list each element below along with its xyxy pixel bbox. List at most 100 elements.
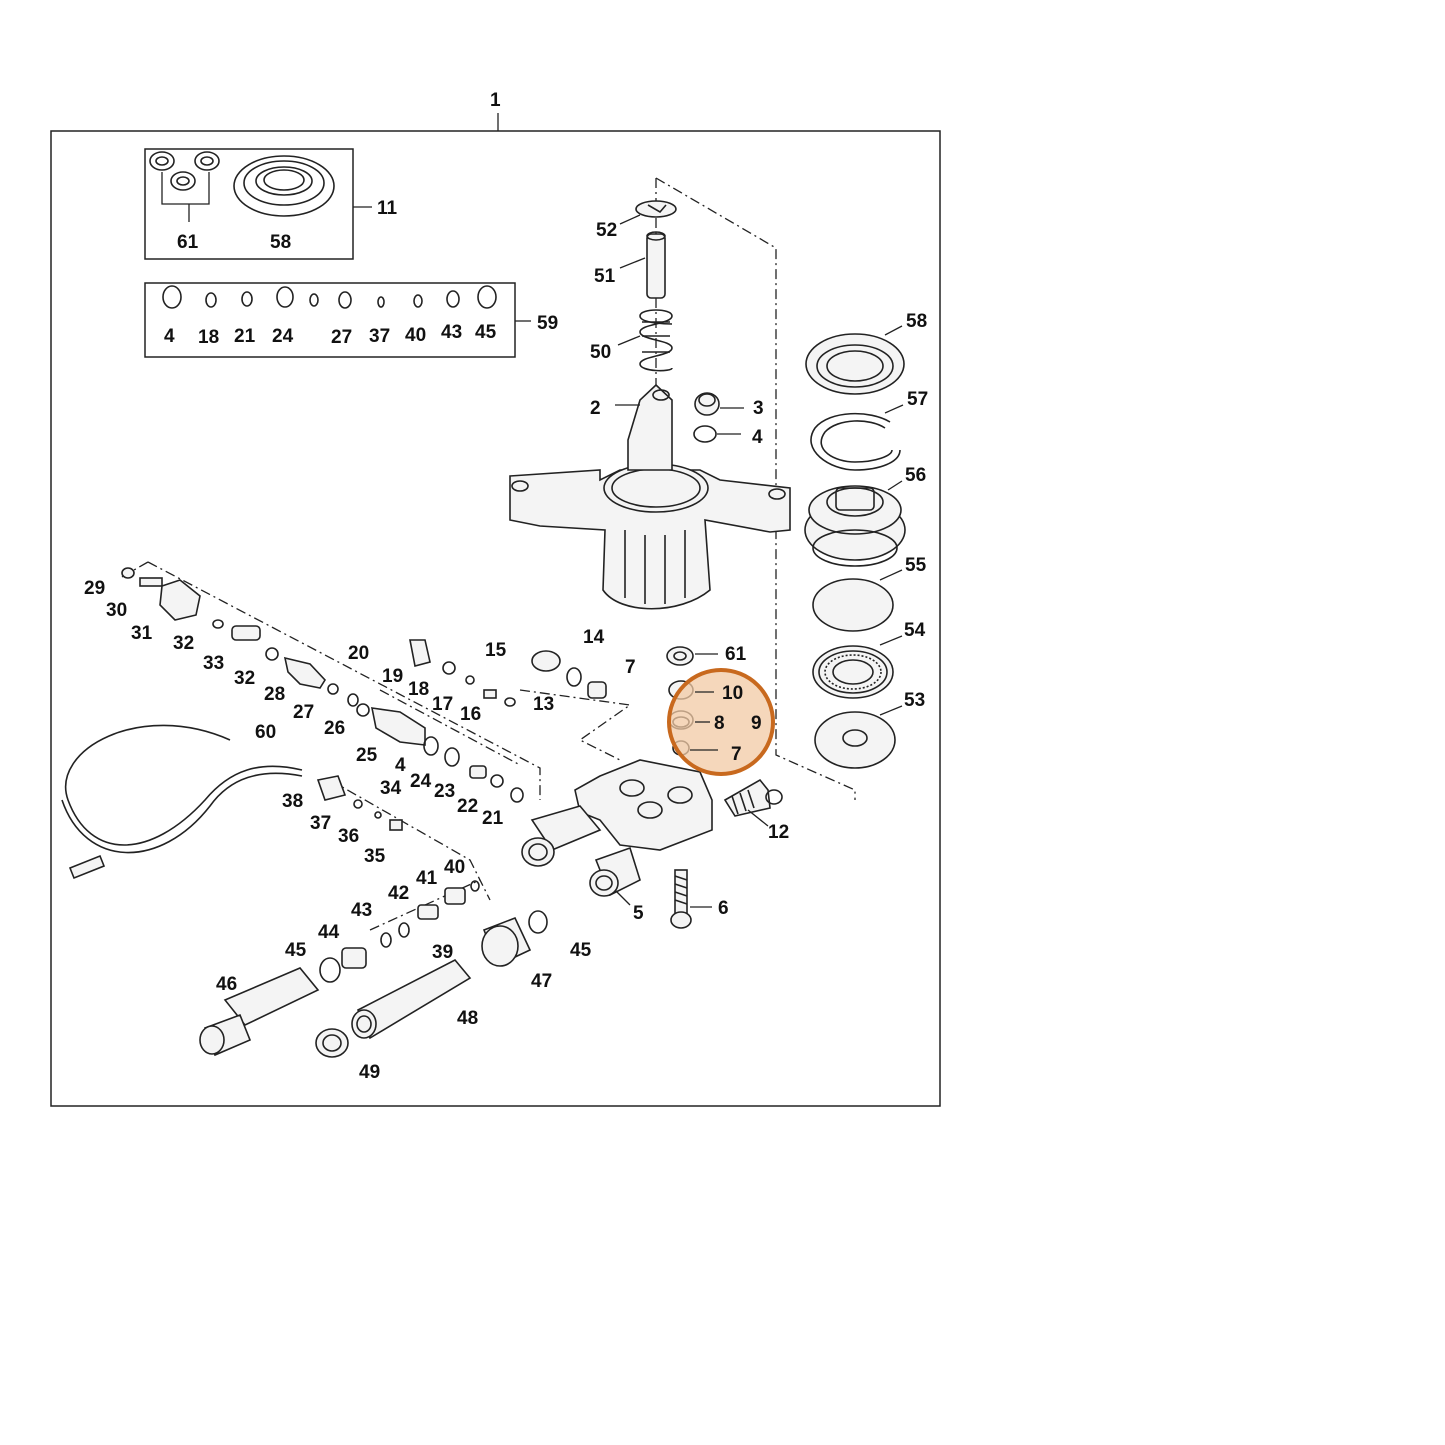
assembly-frame <box>50 130 941 1107</box>
highlight-circle <box>667 668 775 776</box>
callout-47[interactable]: 47 <box>531 971 552 992</box>
part-57-retaining-ring <box>810 412 901 471</box>
callout-8[interactable]: 8 <box>714 713 725 734</box>
callout-32-b[interactable]: 32 <box>234 668 255 689</box>
kit-59-item-21[interactable]: 21 <box>234 326 256 347</box>
callout-7-highlight[interactable]: 7 <box>731 744 742 765</box>
part-53-thrust-washer <box>814 711 896 769</box>
callout-53[interactable]: 53 <box>904 690 925 711</box>
kit-11-item-61[interactable]: 61 <box>177 232 199 253</box>
leader-lines <box>614 214 904 908</box>
callout-28[interactable]: 28 <box>264 684 285 705</box>
part-6-bolt <box>670 869 692 929</box>
callout-52[interactable]: 52 <box>596 220 617 241</box>
callout-41[interactable]: 41 <box>416 868 438 889</box>
callout-56[interactable]: 56 <box>905 465 926 486</box>
callout-12[interactable]: 12 <box>768 822 789 843</box>
kit-59-item-24[interactable]: 24 <box>272 326 294 347</box>
callout-35[interactable]: 35 <box>364 846 386 867</box>
callout-15[interactable]: 15 <box>485 640 507 661</box>
callout-50[interactable]: 50 <box>590 342 611 363</box>
callout-39[interactable]: 39 <box>432 942 453 963</box>
callout-26[interactable]: 26 <box>324 718 345 739</box>
callout-4-top[interactable]: 4 <box>752 427 763 448</box>
part-56-seal-housing <box>804 485 906 567</box>
part-58-seal-ring <box>805 333 905 395</box>
kit-59-item-18[interactable]: 18 <box>198 327 219 348</box>
callout-27[interactable]: 27 <box>293 702 314 723</box>
part-60-hose <box>61 724 303 880</box>
callout-2[interactable]: 2 <box>590 398 601 419</box>
callout-22[interactable]: 22 <box>457 796 478 817</box>
part-54-bearing <box>812 645 894 699</box>
kit-59-item-37[interactable]: 37 <box>369 326 390 347</box>
part-3-plug <box>694 392 720 416</box>
kit-11-box: 61 58 11 <box>144 148 398 260</box>
callout-21[interactable]: 21 <box>482 808 504 829</box>
callouts: 52 51 50 2 3 4 58 57 56 55 54 53 61 10 8… <box>84 220 928 1083</box>
kit-11-item-58[interactable]: 58 <box>270 232 291 253</box>
callout-31[interactable]: 31 <box>131 623 153 644</box>
part-50-spring <box>639 309 673 372</box>
left-row-small-parts <box>121 567 607 803</box>
callout-29[interactable]: 29 <box>84 578 105 599</box>
callout-19[interactable]: 19 <box>382 666 403 687</box>
callout-45-right[interactable]: 45 <box>570 940 592 961</box>
callout-20[interactable]: 20 <box>348 643 369 664</box>
kit-59-item-4[interactable]: 4 <box>164 326 175 347</box>
kit-59-item-27[interactable]: 27 <box>331 327 352 348</box>
callout-25[interactable]: 25 <box>356 745 378 766</box>
callout-61[interactable]: 61 <box>725 644 747 665</box>
callout-46[interactable]: 46 <box>216 974 237 995</box>
callout-23[interactable]: 23 <box>434 781 455 802</box>
kit-59-box: 4 18 21 24 27 37 40 43 45 59 <box>144 282 558 358</box>
callout-5[interactable]: 5 <box>633 903 644 924</box>
callout-60[interactable]: 60 <box>255 722 276 743</box>
callout-34[interactable]: 34 <box>380 778 402 799</box>
callout-17[interactable]: 17 <box>432 694 453 715</box>
callout-30[interactable]: 30 <box>106 600 127 621</box>
callout-44[interactable]: 44 <box>318 922 340 943</box>
callout-38[interactable]: 38 <box>282 791 303 812</box>
kit-59-label[interactable]: 59 <box>537 313 558 334</box>
part-2-pump-housing <box>509 383 791 610</box>
callout-16[interactable]: 16 <box>460 704 481 725</box>
callout-54[interactable]: 54 <box>904 620 926 641</box>
callout-assembly[interactable]: 1 <box>490 90 501 111</box>
callout-7-left[interactable]: 7 <box>625 657 636 678</box>
callout-40[interactable]: 40 <box>444 857 465 878</box>
callout-45-left[interactable]: 45 <box>285 940 307 961</box>
callout-55[interactable]: 55 <box>905 555 927 576</box>
callout-3[interactable]: 3 <box>753 398 764 419</box>
part-12-elbow-fitting <box>723 778 783 817</box>
part-55-washer <box>812 578 894 632</box>
callout-49[interactable]: 49 <box>359 1062 380 1083</box>
callout-18[interactable]: 18 <box>408 679 429 700</box>
kit-59-item-43[interactable]: 43 <box>441 322 462 343</box>
callout-14[interactable]: 14 <box>583 627 605 648</box>
callout-58[interactable]: 58 <box>906 311 927 332</box>
callout-10[interactable]: 10 <box>722 683 743 704</box>
callout-48[interactable]: 48 <box>457 1008 478 1029</box>
callout-42[interactable]: 42 <box>388 883 409 904</box>
callout-43[interactable]: 43 <box>351 900 372 921</box>
callout-57[interactable]: 57 <box>907 389 928 410</box>
part-61-seal <box>666 646 694 666</box>
lower-left-parts <box>199 775 548 1058</box>
callout-37[interactable]: 37 <box>310 813 331 834</box>
callout-51[interactable]: 51 <box>594 266 616 287</box>
callout-33[interactable]: 33 <box>203 653 224 674</box>
callout-4-mid[interactable]: 4 <box>395 755 406 776</box>
callout-6[interactable]: 6 <box>718 898 729 919</box>
part-51-piston <box>646 231 666 299</box>
part-52-cap <box>635 200 677 218</box>
kit-59-item-45[interactable]: 45 <box>475 322 497 343</box>
kit-59-item-40[interactable]: 40 <box>405 325 426 346</box>
callout-36[interactable]: 36 <box>338 826 359 847</box>
callout-24[interactable]: 24 <box>410 771 432 792</box>
kit-11-label[interactable]: 11 <box>377 198 398 219</box>
callout-13[interactable]: 13 <box>533 694 554 715</box>
callout-32-a[interactable]: 32 <box>173 633 194 654</box>
callout-9[interactable]: 9 <box>751 713 762 734</box>
